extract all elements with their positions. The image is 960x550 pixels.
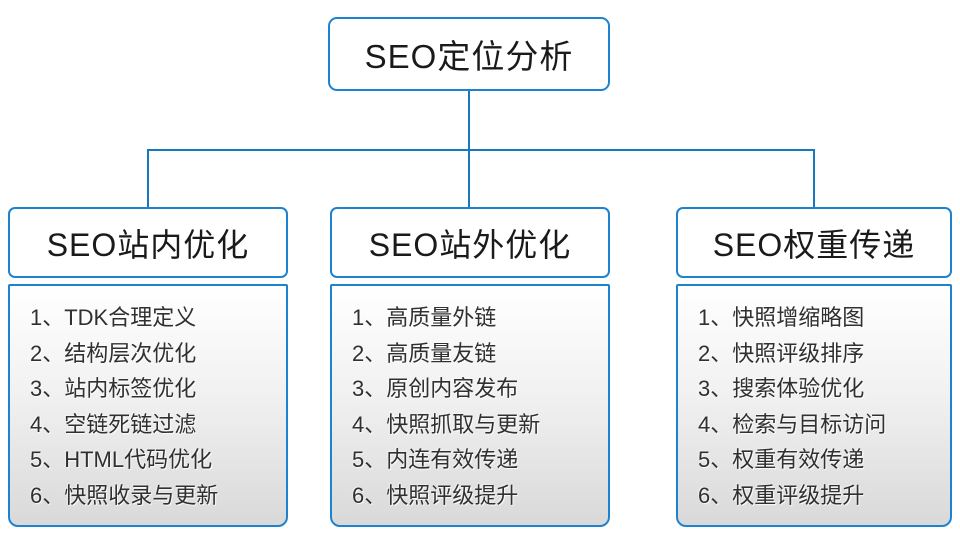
column-title: SEO站外优化 xyxy=(368,226,572,263)
list-item: 1、快照增缩略图 xyxy=(698,305,865,330)
list-item: 2、结构层次优化 xyxy=(30,340,197,366)
column-panel-offsite: 1、高质量外链 2、高质量友链 3、原创内容发布 4、快照抓取与更新 5、内连有… xyxy=(330,284,610,527)
list-item: 6、权重评级提升 xyxy=(698,482,865,508)
list-item: 5、HTML代码优化 xyxy=(30,447,213,473)
list-item: 5、内连有效传递 xyxy=(352,447,519,473)
item-list: 1、快照增缩略图 2、快照评级排序 3、搜索体验优化 4、检索与目标访问 5、权… xyxy=(678,286,950,514)
root-node: SEO定位分析 xyxy=(328,17,610,91)
list-item: 3、搜索体验优化 xyxy=(698,376,865,402)
column-header-offsite: SEO站外优化 xyxy=(330,207,610,278)
column-header-weight: SEO权重传递 xyxy=(676,207,952,278)
list-item: 3、站内标签优化 xyxy=(30,376,197,402)
item-list: 1、高质量外链 2、高质量友链 3、原创内容发布 4、快照抓取与更新 5、内连有… xyxy=(332,286,608,514)
list-item: 4、空链死链过滤 xyxy=(30,411,197,437)
list-item: 1、高质量外链 xyxy=(352,305,497,330)
column-title: SEO站内优化 xyxy=(46,226,250,263)
column-panel-onsite: 1、TDK合理定义 2、结构层次优化 3、站内标签优化 4、空链死链过滤 5、H… xyxy=(8,284,288,527)
list-item: 2、高质量友链 xyxy=(352,340,497,366)
column-title: SEO权重传递 xyxy=(712,226,916,263)
column-panel-weight: 1、快照增缩略图 2、快照评级排序 3、搜索体验优化 4、检索与目标访问 5、权… xyxy=(676,284,952,527)
list-item: 5、权重有效传递 xyxy=(698,447,865,473)
root-node-label: SEO定位分析 xyxy=(364,38,574,75)
list-item: 1、TDK合理定义 xyxy=(30,305,197,330)
list-item: 4、快照抓取与更新 xyxy=(352,411,541,437)
list-item: 3、原创内容发布 xyxy=(352,376,519,402)
column-weight-transfer: SEO权重传递 1、快照增缩略图 2、快照评级排序 3、搜索体验优化 4、检索与… xyxy=(676,207,952,527)
list-item: 4、检索与目标访问 xyxy=(698,411,887,437)
column-offsite-optimization: SEO站外优化 1、高质量外链 2、高质量友链 3、原创内容发布 4、快照抓取与… xyxy=(330,207,610,527)
list-item: 6、快照评级提升 xyxy=(352,482,519,508)
list-item: 6、快照收录与更新 xyxy=(30,482,219,508)
item-list: 1、TDK合理定义 2、结构层次优化 3、站内标签优化 4、空链死链过滤 5、H… xyxy=(10,286,286,514)
column-header-onsite: SEO站内优化 xyxy=(8,207,288,278)
column-onsite-optimization: SEO站内优化 1、TDK合理定义 2、结构层次优化 3、站内标签优化 4、空链… xyxy=(8,207,288,527)
list-item: 2、快照评级排序 xyxy=(698,340,865,366)
